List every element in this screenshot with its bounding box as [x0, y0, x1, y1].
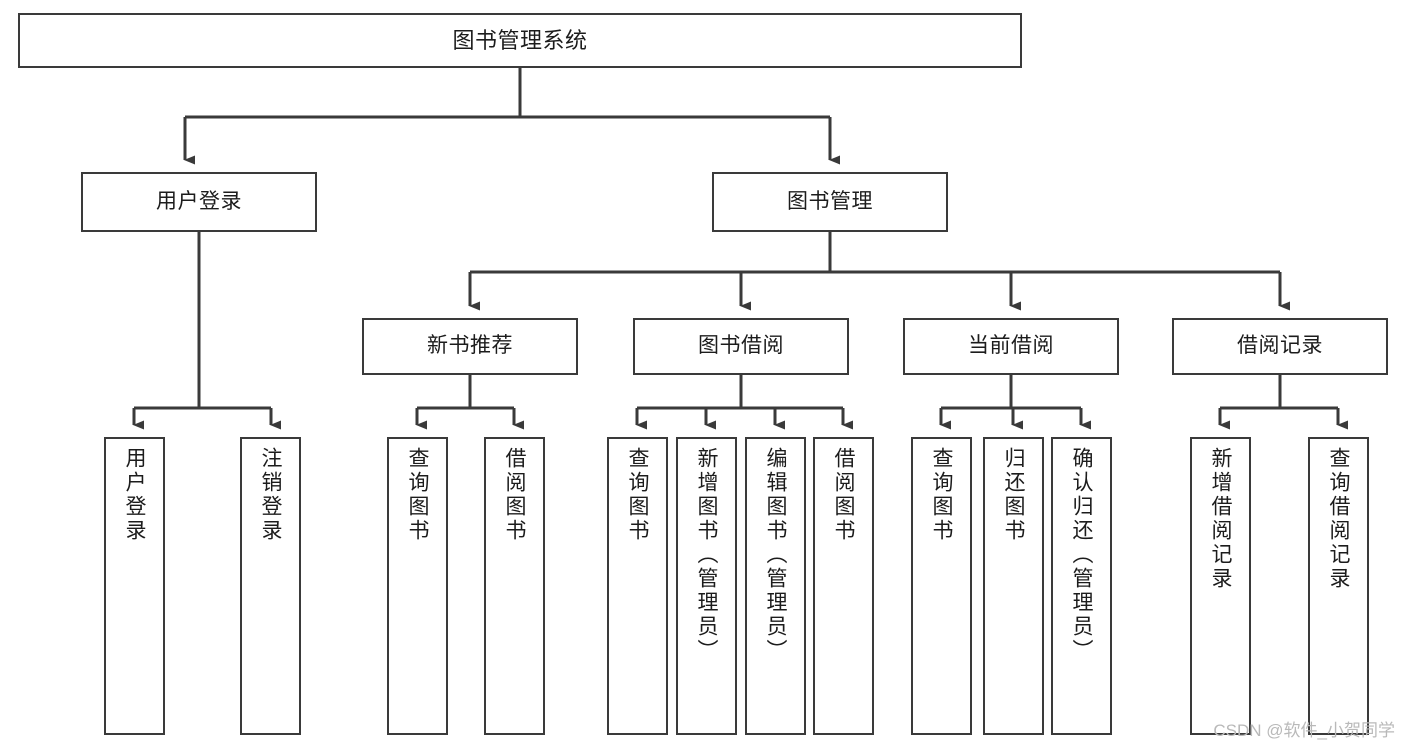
node-leaf-confirm-return[interactable]: 确认归还（管理员） [1051, 437, 1112, 735]
node-root-label: 图书管理系统 [452, 27, 588, 53]
node-leaf-confirm-return-label: 确认归还（管理员） [1070, 447, 1093, 663]
node-leaf-add-book-label: 新增图书（管理员） [695, 447, 718, 663]
node-leaf-borrow-book-2[interactable]: 借阅图书 [813, 437, 874, 735]
node-leaf-logout-label: 注销登录 [259, 447, 282, 543]
node-book-manage-label: 图书管理 [787, 189, 873, 213]
node-leaf-user-login[interactable]: 用户登录 [104, 437, 165, 735]
node-leaf-return-book[interactable]: 归还图书 [983, 437, 1044, 735]
node-leaf-query-record[interactable]: 查询借阅记录 [1308, 437, 1369, 735]
node-leaf-query-book-3-label: 查询图书 [930, 447, 953, 543]
node-user-login-label: 用户登录 [156, 189, 242, 213]
node-book-borrow[interactable]: 图书借阅 [633, 318, 849, 375]
node-leaf-query-book-2[interactable]: 查询图书 [607, 437, 668, 735]
node-leaf-edit-book[interactable]: 编辑图书（管理员） [745, 437, 806, 735]
node-book-manage[interactable]: 图书管理 [712, 172, 948, 232]
node-leaf-add-record-label: 新增借阅记录 [1209, 447, 1232, 591]
node-leaf-query-book-3[interactable]: 查询图书 [911, 437, 972, 735]
node-leaf-return-book-label: 归还图书 [1002, 447, 1025, 543]
watermark: CSDN @软件_小贺同学 [1213, 721, 1395, 740]
node-leaf-borrow-book-1[interactable]: 借阅图书 [484, 437, 545, 735]
node-new-book-rec-label: 新书推荐 [427, 334, 513, 358]
node-leaf-add-record[interactable]: 新增借阅记录 [1190, 437, 1251, 735]
node-borrow-record-label: 借阅记录 [1237, 334, 1323, 358]
node-user-login[interactable]: 用户登录 [81, 172, 317, 232]
node-new-book-rec[interactable]: 新书推荐 [362, 318, 578, 375]
node-leaf-query-book-1[interactable]: 查询图书 [387, 437, 448, 735]
node-leaf-borrow-book-2-label: 借阅图书 [832, 447, 855, 543]
node-leaf-query-book-2-label: 查询图书 [626, 447, 649, 543]
node-leaf-query-record-label: 查询借阅记录 [1327, 447, 1350, 591]
node-leaf-add-book[interactable]: 新增图书（管理员） [676, 437, 737, 735]
node-leaf-user-login-label: 用户登录 [123, 447, 146, 543]
node-book-borrow-label: 图书借阅 [698, 334, 784, 358]
node-borrow-record[interactable]: 借阅记录 [1172, 318, 1388, 375]
node-leaf-query-book-1-label: 查询图书 [406, 447, 429, 543]
node-leaf-logout[interactable]: 注销登录 [240, 437, 301, 735]
node-current-borrow[interactable]: 当前借阅 [903, 318, 1119, 375]
node-leaf-edit-book-label: 编辑图书（管理员） [764, 447, 787, 663]
node-leaf-borrow-book-1-label: 借阅图书 [503, 447, 526, 543]
node-root[interactable]: 图书管理系统 [18, 13, 1022, 68]
node-current-borrow-label: 当前借阅 [968, 334, 1054, 358]
